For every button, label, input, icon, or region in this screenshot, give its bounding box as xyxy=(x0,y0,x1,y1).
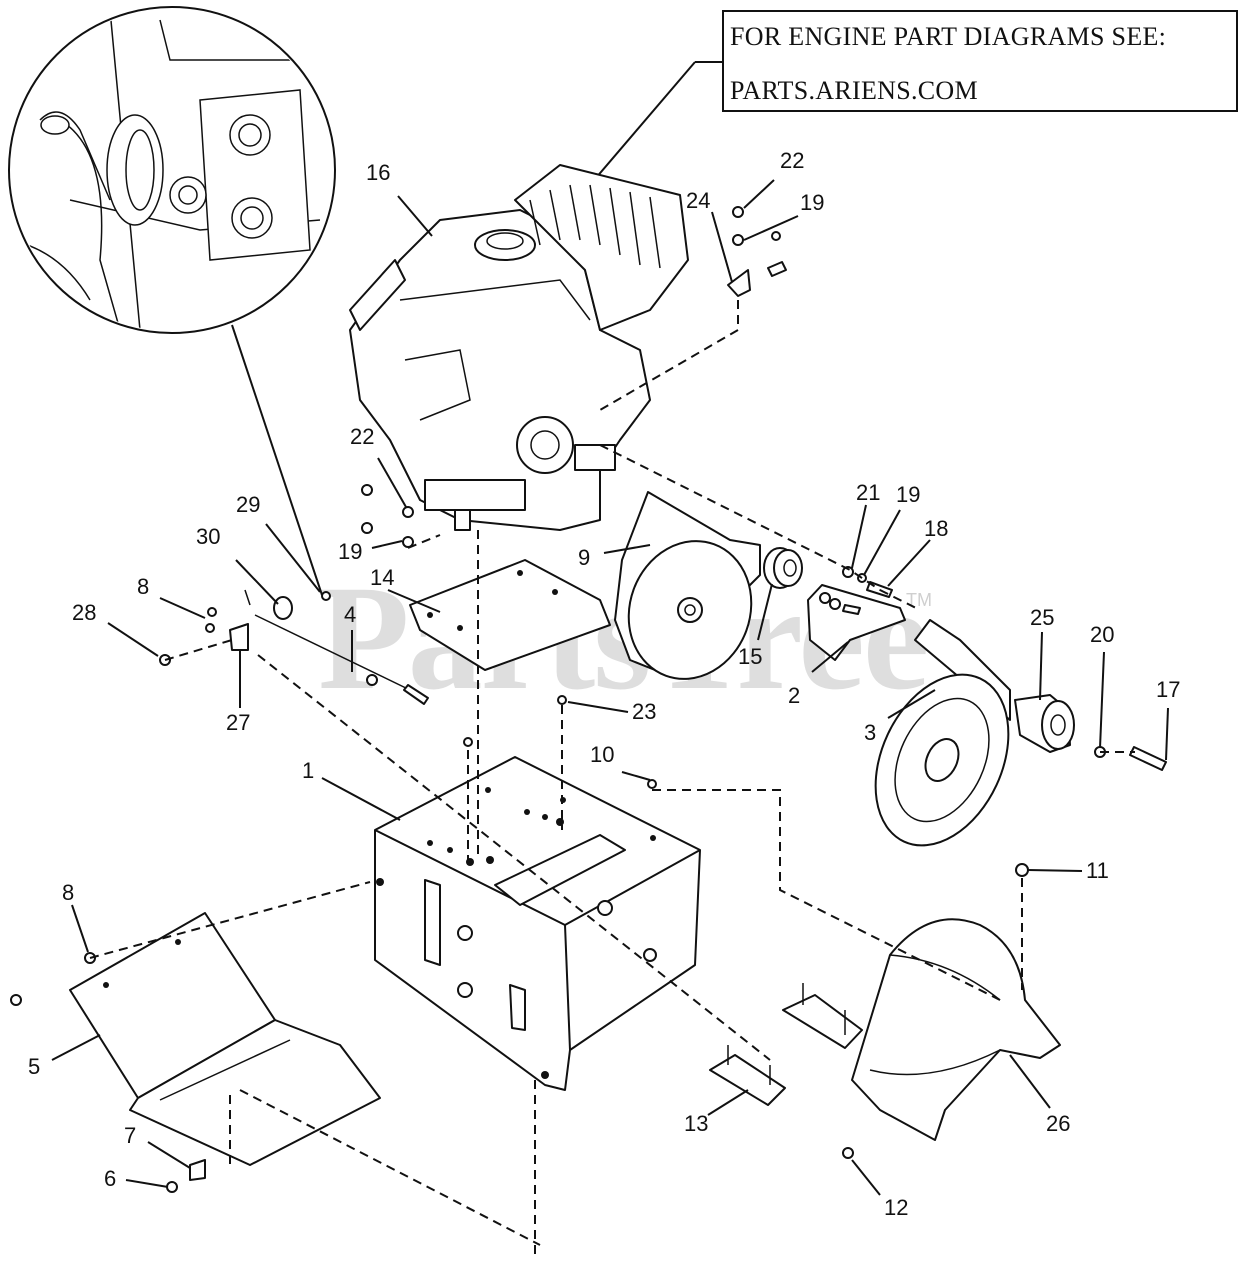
callout-21: 21 xyxy=(856,480,880,505)
cable-4 xyxy=(244,589,429,705)
screw-6 xyxy=(166,1181,178,1193)
roller-30 xyxy=(273,596,293,620)
engine xyxy=(349,164,689,531)
bracket-24b xyxy=(767,261,787,277)
leader-lines xyxy=(51,179,1169,1196)
clutch-25 xyxy=(1014,694,1075,753)
belt-cover-26 xyxy=(851,918,1061,1141)
belt-3 xyxy=(874,619,1011,847)
callout-12: 12 xyxy=(884,1195,908,1220)
screw-10 xyxy=(647,779,657,789)
callout-25: 25 xyxy=(1030,605,1054,630)
bracket-24 xyxy=(727,269,751,297)
note-line-1: FOR ENGINE PART DIAGRAMS SEE: xyxy=(730,22,1167,51)
stud-plate xyxy=(782,983,863,1049)
callout-22: 22 xyxy=(350,424,374,449)
callout-2: 2 xyxy=(788,683,800,708)
callout-3: 3 xyxy=(864,720,876,745)
callout-14: 14 xyxy=(370,565,394,590)
screw-frame-top xyxy=(463,737,473,747)
engine-reference-note: FOR ENGINE PART DIAGRAMS SEE: PARTS.ARIE… xyxy=(722,10,1238,112)
callout-29: 29 xyxy=(236,492,260,517)
nut-22-top xyxy=(732,206,744,218)
callout-15: 15 xyxy=(738,644,762,669)
clip-7 xyxy=(189,1159,206,1181)
detail-inset-circle xyxy=(8,6,336,334)
plate-14 xyxy=(409,559,611,671)
callout-27: 27 xyxy=(226,710,250,735)
bolt-17 xyxy=(1129,746,1167,771)
callout-1: 1 xyxy=(302,758,314,783)
callout-28: 28 xyxy=(72,600,96,625)
bracket-13 xyxy=(709,1045,786,1106)
pin-29 xyxy=(321,591,331,601)
callout-7: 7 xyxy=(124,1123,136,1148)
nut-22-left xyxy=(361,484,373,496)
callout-4: 4 xyxy=(344,602,356,627)
bolt-8-lower xyxy=(205,623,215,633)
callout-24: 24 xyxy=(686,188,710,213)
bracket-27 xyxy=(229,623,249,651)
frame-1 xyxy=(374,756,701,1091)
note-line-2: PARTS.ARIENS.COM xyxy=(730,76,978,105)
screw-11 xyxy=(1015,863,1029,877)
callout-17: 17 xyxy=(1156,677,1180,702)
belt-9 xyxy=(614,491,761,680)
callout-30: 30 xyxy=(196,524,220,549)
callout-26: 26 xyxy=(1046,1111,1070,1136)
screw-left xyxy=(10,994,22,1006)
nut-22-b xyxy=(402,506,414,518)
watermark-tm: TM xyxy=(906,590,932,610)
callout-labels: 16 22 24 19 22 29 30 19 21 19 18 9 14 8 … xyxy=(28,148,1180,1220)
washer-19-left xyxy=(361,522,373,534)
callout-19: 19 xyxy=(800,190,824,215)
callout-9: 9 xyxy=(578,545,590,570)
callout-20: 20 xyxy=(1090,622,1114,647)
callout-19: 19 xyxy=(896,482,920,507)
bolt-8-upper xyxy=(207,607,217,617)
callout-11: 11 xyxy=(1086,858,1109,883)
callout-22: 22 xyxy=(780,148,804,173)
pulley-15 xyxy=(763,547,803,589)
panel-5 xyxy=(69,912,381,1166)
callout-19: 19 xyxy=(338,539,362,564)
callout-5: 5 xyxy=(28,1054,40,1079)
callout-6: 6 xyxy=(104,1166,116,1191)
callout-10: 10 xyxy=(590,742,614,767)
callout-18: 18 xyxy=(924,516,948,541)
callout-13: 13 xyxy=(684,1111,708,1136)
callout-23: 23 xyxy=(632,699,656,724)
washer-19-top xyxy=(732,234,744,246)
nut-top-right xyxy=(771,231,781,241)
callout-8: 8 xyxy=(62,880,74,905)
callout-8: 8 xyxy=(137,574,149,599)
assembly-lines xyxy=(89,300,1135,1260)
screw-23 xyxy=(557,695,567,705)
screw-12 xyxy=(842,1147,854,1159)
callout-16: 16 xyxy=(366,160,390,185)
